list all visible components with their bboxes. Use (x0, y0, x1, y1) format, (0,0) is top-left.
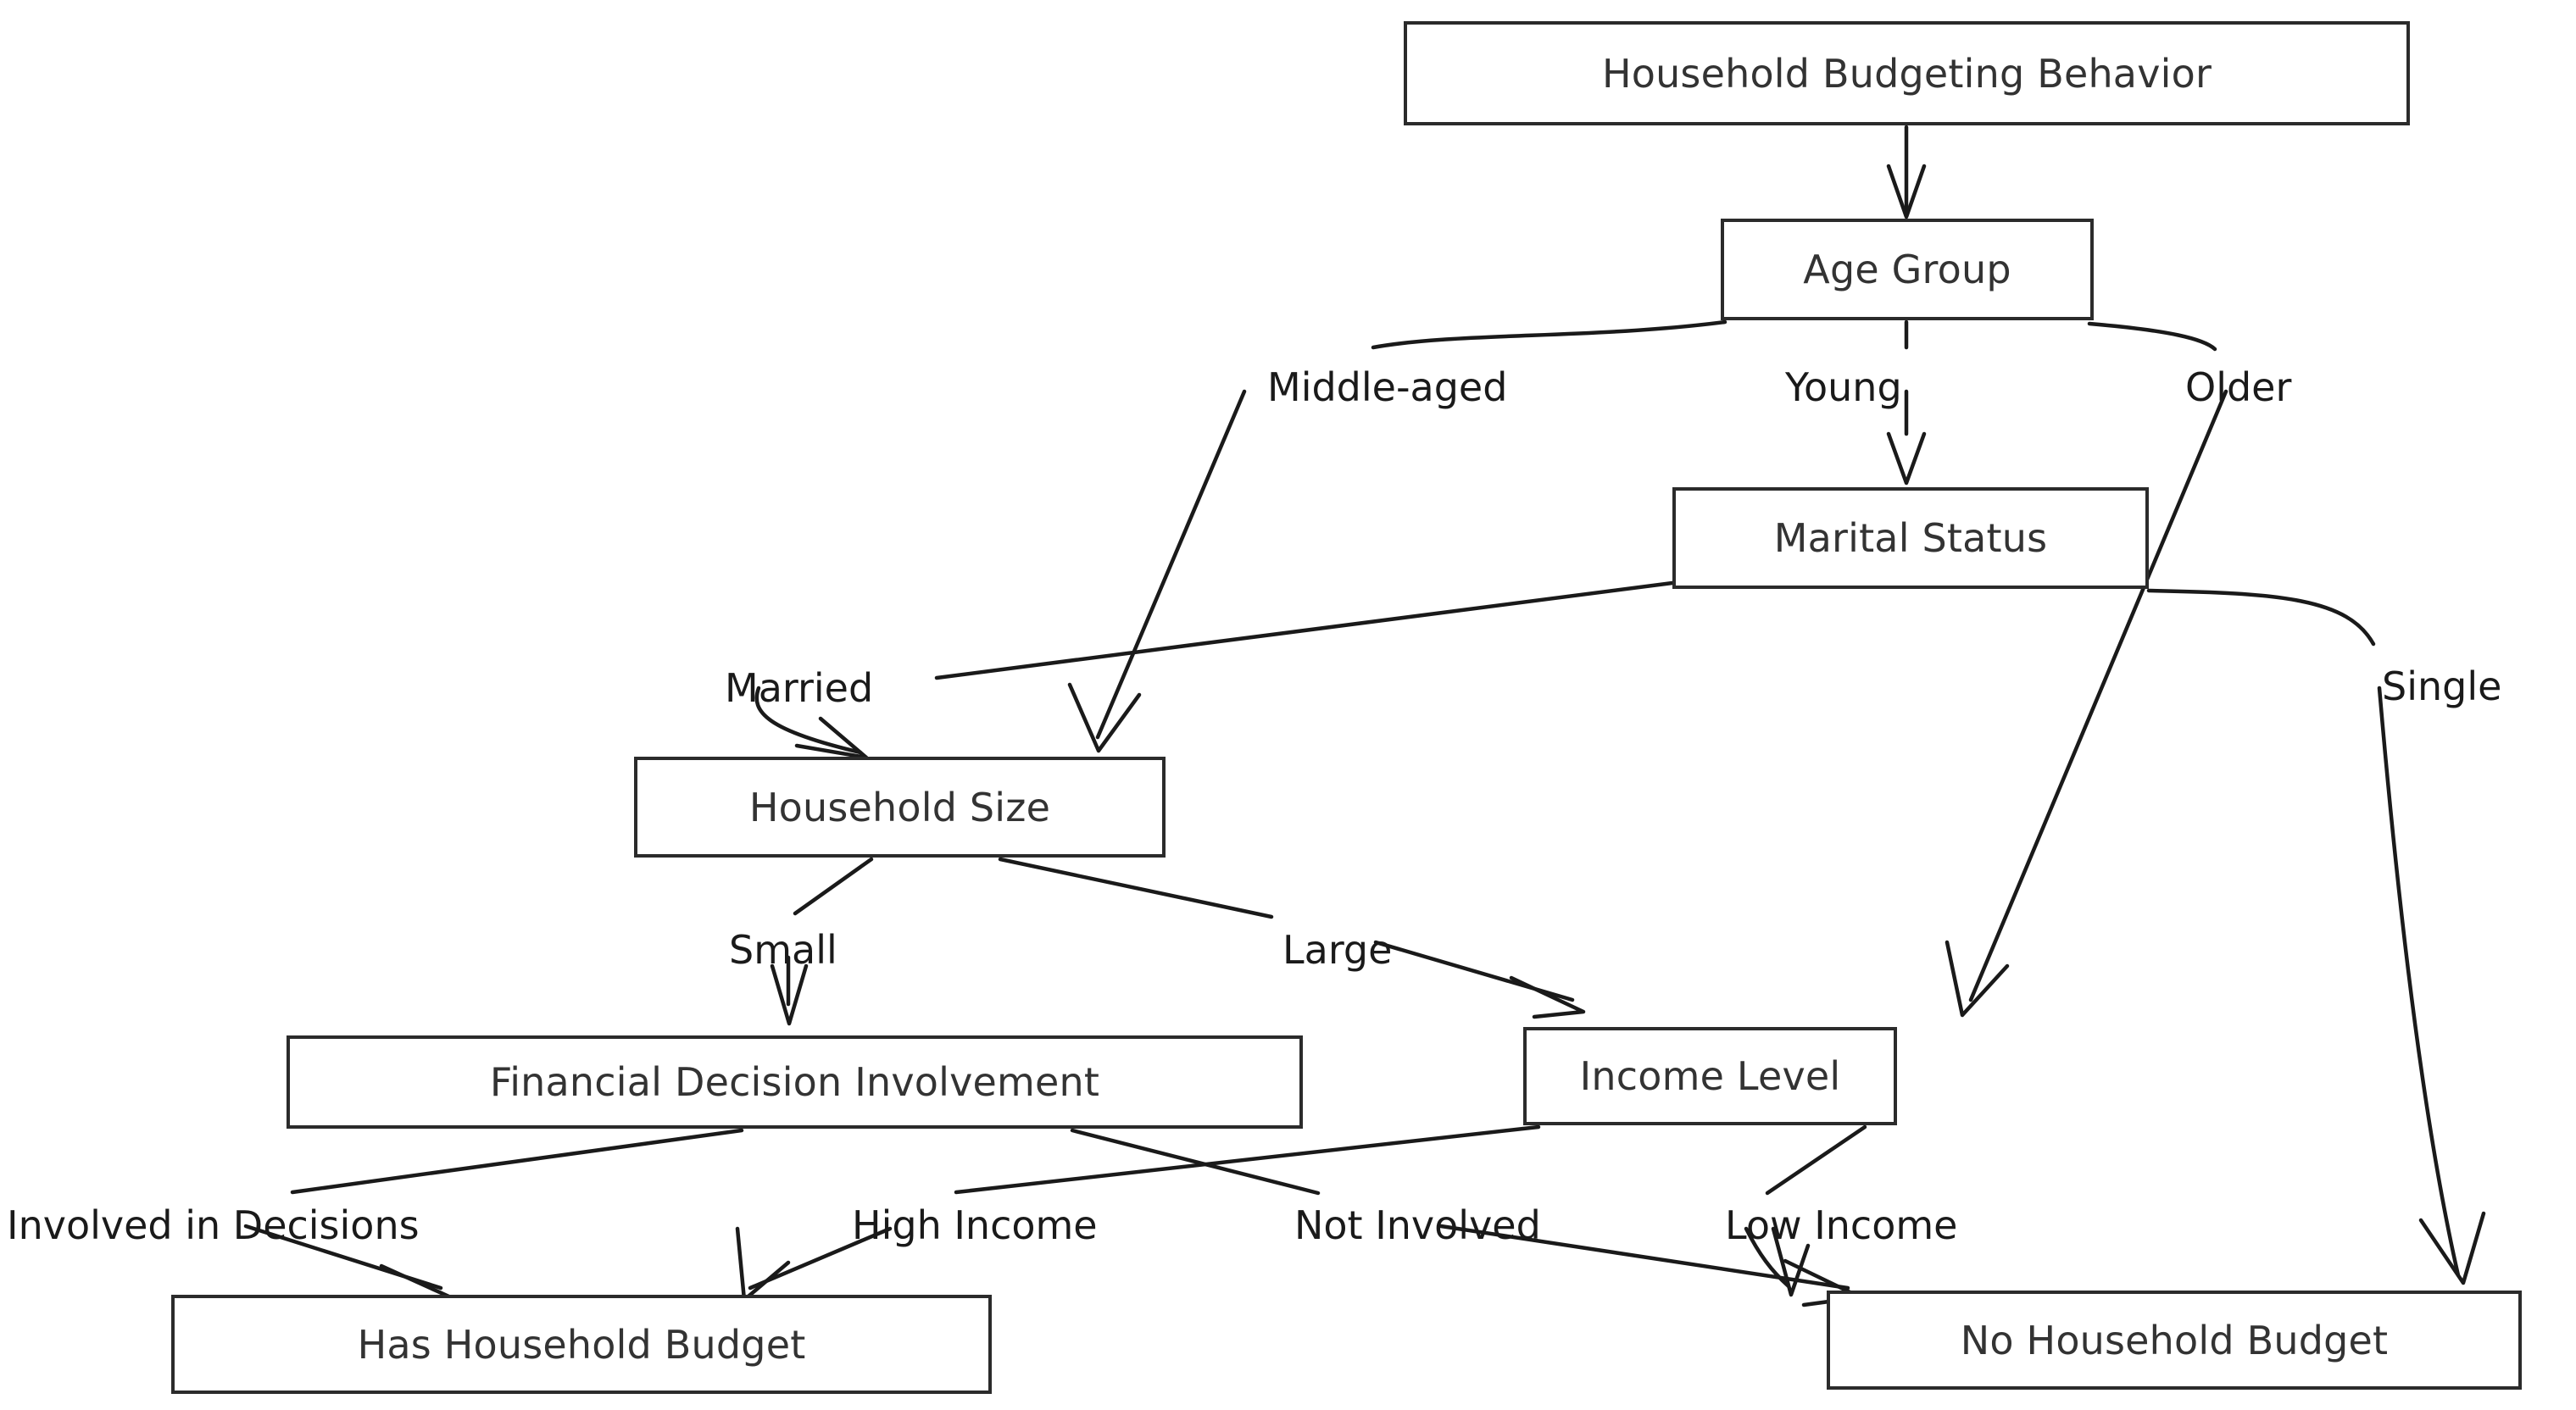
edge-income-level-to-no-household-budget (1744, 1124, 1867, 1297)
node-has-household-budget[interactable]: Has Household Budget (171, 1295, 992, 1394)
node-label: Household Size (748, 784, 1051, 830)
edge-label-not-involved: Not Involved (1294, 1202, 1541, 1248)
edge-label-low-income: Low Income (1725, 1202, 1958, 1248)
node-income-level[interactable]: Income Level (1523, 1027, 1897, 1125)
node-label: Has Household Budget (357, 1321, 806, 1368)
node-label: Marital Status (1773, 515, 2048, 561)
node-no-household-budget[interactable]: No Household Budget (1827, 1291, 2522, 1390)
node-label: Financial Decision Involvement (489, 1059, 1100, 1105)
edge-root-to-age-group (1886, 125, 1927, 219)
node-financial-decision-involvement[interactable]: Financial Decision Involvement (287, 1035, 1303, 1129)
edge-label-young: Young (1785, 364, 1902, 410)
edge-marital-status-to-no-household-budget (2146, 588, 2486, 1285)
node-label: Income Level (1579, 1053, 1841, 1099)
edge-label-single: Single (2382, 663, 2502, 709)
edge-label-older: Older (2185, 364, 2292, 410)
edge-label-involved-in-decisions: Involved in Decisions (7, 1202, 420, 1248)
edge-label-small: Small (729, 927, 837, 973)
edge-age-group-to-household-size (1067, 319, 1728, 753)
edge-label-middle-aged: Middle-aged (1267, 364, 1508, 410)
edge-household-size-to-income-level (998, 857, 1586, 1019)
edge-age-group-to-income-level (1945, 321, 2228, 1018)
edge-label-large: Large (1282, 927, 1393, 973)
node-household-budgeting-behavior[interactable]: Household Budgeting Behavior (1404, 21, 2410, 125)
node-label: Household Budgeting Behavior (1601, 50, 2212, 97)
node-label: Age Group (1803, 247, 2011, 292)
node-age-group[interactable]: Age Group (1721, 219, 2094, 320)
edge-label-high-income: High Income (852, 1202, 1098, 1248)
node-household-size[interactable]: Household Size (634, 757, 1166, 858)
edge-marital-status-to-household-size (754, 580, 1675, 760)
edge-label-married: Married (725, 665, 874, 711)
edge-age-group-to-marital-status (1886, 319, 1927, 486)
node-label: No Household Budget (1960, 1317, 2389, 1363)
node-marital-status[interactable]: Marital Status (1672, 487, 2149, 589)
edge-household-size-to-financial-decision-involvement (770, 857, 874, 1026)
